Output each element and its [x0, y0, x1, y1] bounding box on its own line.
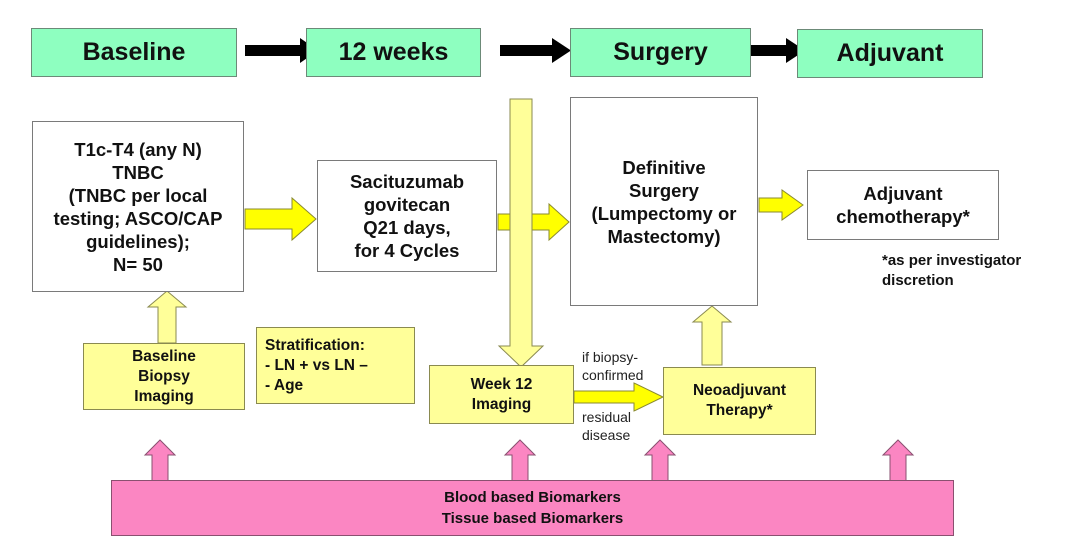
- baseline-assessment-box: Baseline Biopsy Imaging: [83, 343, 245, 410]
- biomarker-arrow-adjuvant: [881, 439, 915, 482]
- condition-label-biopsy: if biopsy- confirmed: [582, 349, 644, 383]
- eligibility-box: T1c-T4 (any N) TNBC (TNBC per local test…: [32, 121, 244, 292]
- timeline-arrow-3: [749, 38, 805, 63]
- timeline-arrow-2: [500, 38, 571, 63]
- biomarker-arrow-week12: [503, 439, 537, 482]
- adjuvant-chemotherapy-box: Adjuvant chemotherapy*: [807, 170, 999, 240]
- arrow-treatment-to-surgery: [497, 202, 570, 242]
- arrow-eligibility-to-treatment: [244, 196, 317, 242]
- arrow-week12-to-neoadjuvant: [573, 382, 665, 412]
- arrow-surgery-to-adjuvant: [758, 189, 804, 221]
- phase-surgery: Surgery: [570, 28, 751, 77]
- week12-imaging-box: Week 12 Imaging: [429, 365, 574, 424]
- biomarker-arrow-baseline: [143, 439, 177, 482]
- arrow-baseline-up: [146, 290, 188, 344]
- stratification-box: Stratification: - LN + vs LN – - Age: [256, 327, 415, 404]
- surgery-box: Definitive Surgery (Lumpectomy or Mastec…: [570, 97, 758, 306]
- footnote: *as per investigator discretion: [882, 252, 1022, 289]
- neoadjuvant-therapy-box: Neoadjuvant Therapy*: [663, 367, 816, 435]
- biomarker-arrow-neoadjuvant: [643, 439, 677, 482]
- treatment-box: Sacituzumab govitecan Q21 days, for 4 Cy…: [317, 160, 497, 272]
- phase-adjuvant: Adjuvant: [797, 29, 983, 78]
- arrow-neoadjuvant-up: [691, 305, 733, 366]
- arrow-down-to-week12: [497, 98, 545, 368]
- phase-baseline: Baseline: [31, 28, 237, 77]
- phase-12-weeks: 12 weeks: [306, 28, 481, 77]
- biomarkers-bar: Blood based Biomarkers Tissue based Biom…: [111, 480, 954, 536]
- condition-label-residual: residual disease: [582, 409, 632, 443]
